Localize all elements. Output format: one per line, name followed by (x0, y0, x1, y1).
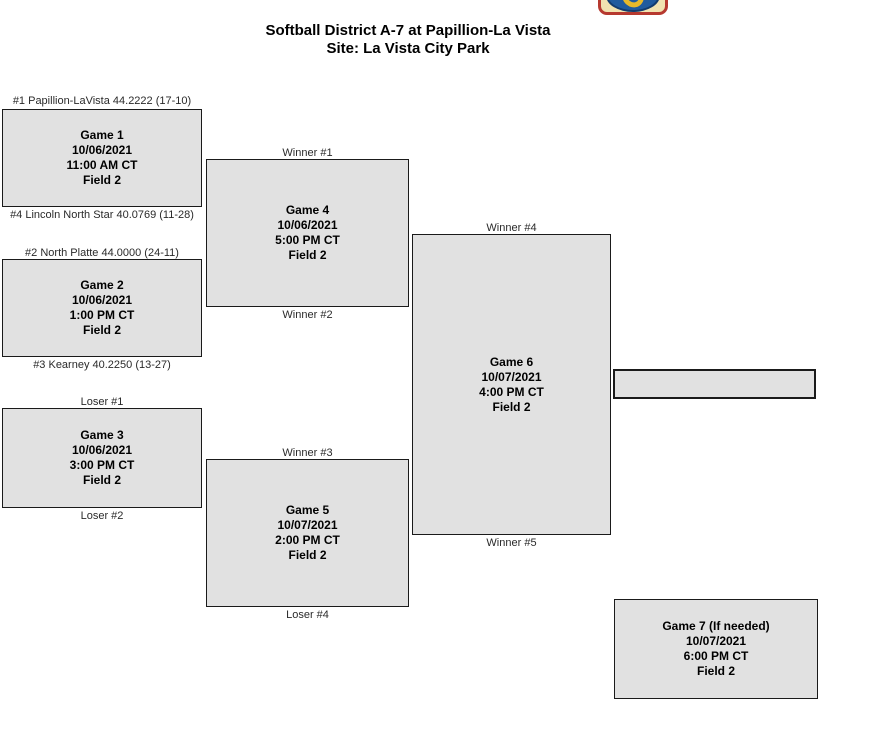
game4-name: Game 4 (285, 203, 330, 217)
game4-date: 10/06/2021 (277, 218, 338, 232)
game2-box: Game 2 10/06/2021 1:00 PM CT Field 2 (2, 259, 202, 357)
game5-field: Field 2 (288, 548, 327, 562)
winner3-label: Winner #3 (282, 447, 333, 459)
game5-date: 10/07/2021 (277, 518, 338, 532)
game3-box: Game 3 10/06/2021 3:00 PM CT Field 2 (2, 408, 202, 508)
game6-field: Field 2 (492, 399, 531, 414)
game6-time: 4:00 PM CT (479, 384, 544, 399)
game7-date: 10/07/2021 (685, 634, 747, 648)
game3-field: Field 2 (82, 473, 121, 487)
game5-box: Game 5 10/07/2021 2:00 PM CT Field 2 (206, 459, 409, 607)
game1-field: Field 2 (82, 173, 121, 187)
loser1-label: Loser #1 (80, 396, 124, 408)
champion-box (613, 369, 816, 399)
winner1-label: Winner #1 (282, 147, 333, 159)
game2-date: 10/06/2021 (71, 293, 133, 307)
game3-date: 10/06/2021 (71, 443, 133, 457)
game7-field: Field 2 (696, 664, 735, 678)
game4-box: Game 4 10/06/2021 5:00 PM CT Field 2 (206, 159, 409, 307)
game1-box: Game 1 10/06/2021 11:00 AM CT Field 2 (2, 109, 202, 207)
game7-time: 6:00 PM CT (683, 649, 749, 663)
seed-label-2: #2 North Platte 44.0000 (24-11) (25, 247, 179, 259)
game2-field: Field 2 (82, 323, 121, 337)
seed-label-4: #4 Lincoln North Star 40.0769 (11-28) (10, 209, 194, 221)
seed-label-3: #3 Kearney 40.2250 (13-27) (33, 359, 171, 371)
game7-name: Game 7 (If needed) (662, 619, 770, 633)
game1-date: 10/06/2021 (71, 143, 133, 157)
game4-field: Field 2 (288, 248, 327, 262)
loser2-label: Loser #2 (80, 510, 124, 522)
title-line1: Softball District A-7 at Papillion-La Vi… (265, 22, 551, 39)
game7-box: Game 7 (If needed) 10/07/2021 6:00 PM CT… (614, 599, 818, 699)
winner2-label: Winner #2 (282, 309, 333, 321)
seed-label-1: #1 Papillion-LaVista 44.2222 (17-10) (12, 95, 192, 107)
game5-time: 2:00 PM CT (275, 533, 340, 547)
game3-name: Game 3 (80, 428, 124, 442)
game6-date: 10/07/2021 (481, 369, 542, 384)
logo-emblem-icon (598, 0, 668, 15)
game6-name: Game 6 (489, 354, 534, 369)
game5-name: Game 5 (285, 503, 330, 517)
page-title: Softball District A-7 at Papillion-La Vi… (0, 22, 816, 58)
winner4-label: Winner #4 (486, 222, 537, 234)
game6-box: Game 6 10/07/2021 4:00 PM CT Field 2 (412, 234, 611, 535)
game1-name: Game 1 (80, 128, 124, 142)
game2-name: Game 2 (80, 278, 124, 292)
loser4-label: Loser #4 (286, 609, 329, 621)
game3-time: 3:00 PM CT (69, 458, 135, 472)
game4-time: 5:00 PM CT (275, 233, 340, 247)
game2-time: 1:00 PM CT (69, 308, 135, 322)
tournament-logo (598, 0, 668, 15)
title-line2: Site: La Vista City Park (326, 40, 490, 57)
winner5-label: Winner #5 (486, 537, 537, 549)
game1-time: 11:00 AM CT (66, 158, 138, 172)
